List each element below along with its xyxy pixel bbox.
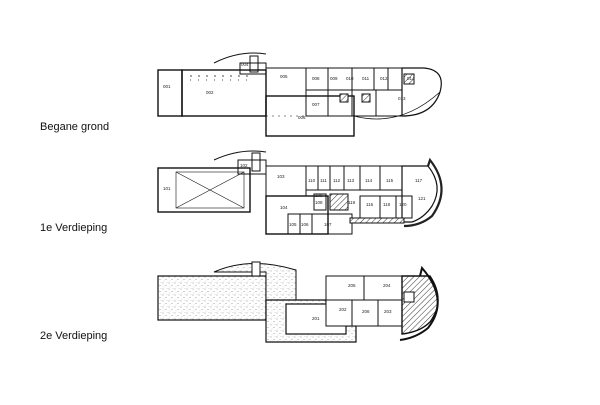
room-number: 007 <box>312 102 320 107</box>
room-number: 001 <box>163 84 171 89</box>
room-number: 008 <box>312 76 320 81</box>
room-outline <box>379 195 397 219</box>
room-number: 102 <box>240 163 248 168</box>
room-number: 011 <box>362 76 370 81</box>
room-number: 104 <box>280 205 288 210</box>
room-number: 203 <box>384 309 392 314</box>
room-number: 109 <box>315 193 323 198</box>
room-outline <box>157 167 251 213</box>
room-number: 110 <box>308 178 316 183</box>
room-number: 014 <box>407 76 415 81</box>
room-number: 116 <box>366 202 374 207</box>
room-number: 205 <box>348 283 356 288</box>
floor-label-first: 1e Verdieping <box>40 222 108 234</box>
room-outline <box>395 195 413 219</box>
room-number: 118 <box>383 202 391 207</box>
room-number: 006 <box>298 115 306 120</box>
room-number: 113 <box>347 178 355 183</box>
roof-area <box>157 275 267 321</box>
room-number: 108 <box>315 200 323 205</box>
room-outline <box>157 69 183 117</box>
room-number: 201 <box>312 316 320 321</box>
room-outline <box>181 69 267 117</box>
room-number: 013 <box>398 96 406 101</box>
room-number: 111 <box>320 178 327 183</box>
room-outline <box>265 165 307 197</box>
roof-area <box>401 275 439 335</box>
room-number: 010 <box>346 76 354 81</box>
room-number: 114 <box>365 178 373 183</box>
room-outline <box>313 193 327 211</box>
room-labels: 001 002 004 005 006 007 008 009 010 011 … <box>163 62 426 321</box>
room-number: 105 <box>289 222 297 227</box>
room-number: 101 <box>163 186 171 191</box>
room-outline <box>387 67 403 91</box>
room-number: 009 <box>330 76 338 81</box>
room-number: 117 <box>415 178 423 183</box>
room-number: 112 <box>333 178 341 183</box>
room-number: 005 <box>280 74 288 79</box>
room-number: 012 <box>380 76 388 81</box>
room-number: 107 <box>324 222 332 227</box>
room-outline <box>311 213 353 235</box>
room-outline <box>401 165 438 223</box>
room-number: 004 <box>241 62 249 67</box>
floor-label-second: 2e Verdieping <box>40 330 108 342</box>
room-number: 206 <box>362 309 370 314</box>
room-number: 002 <box>206 90 214 95</box>
plan-first-floor <box>157 150 443 235</box>
plan-second-floor <box>157 261 439 343</box>
plan-ground-floor <box>157 52 442 137</box>
room-outline <box>265 67 307 97</box>
room-number: 103 <box>277 174 285 179</box>
floor-label-ground: Begane grond <box>40 121 110 133</box>
room-number: 106 <box>301 222 309 227</box>
room-number: 115 <box>386 178 394 183</box>
room-outline <box>359 195 381 219</box>
room-number: 120 <box>399 202 407 207</box>
room-number: 202 <box>339 307 347 312</box>
room-number: 121 <box>418 196 426 201</box>
room-outline <box>375 89 403 117</box>
room-number: 204 <box>383 283 391 288</box>
room-number: 119 <box>348 200 356 205</box>
